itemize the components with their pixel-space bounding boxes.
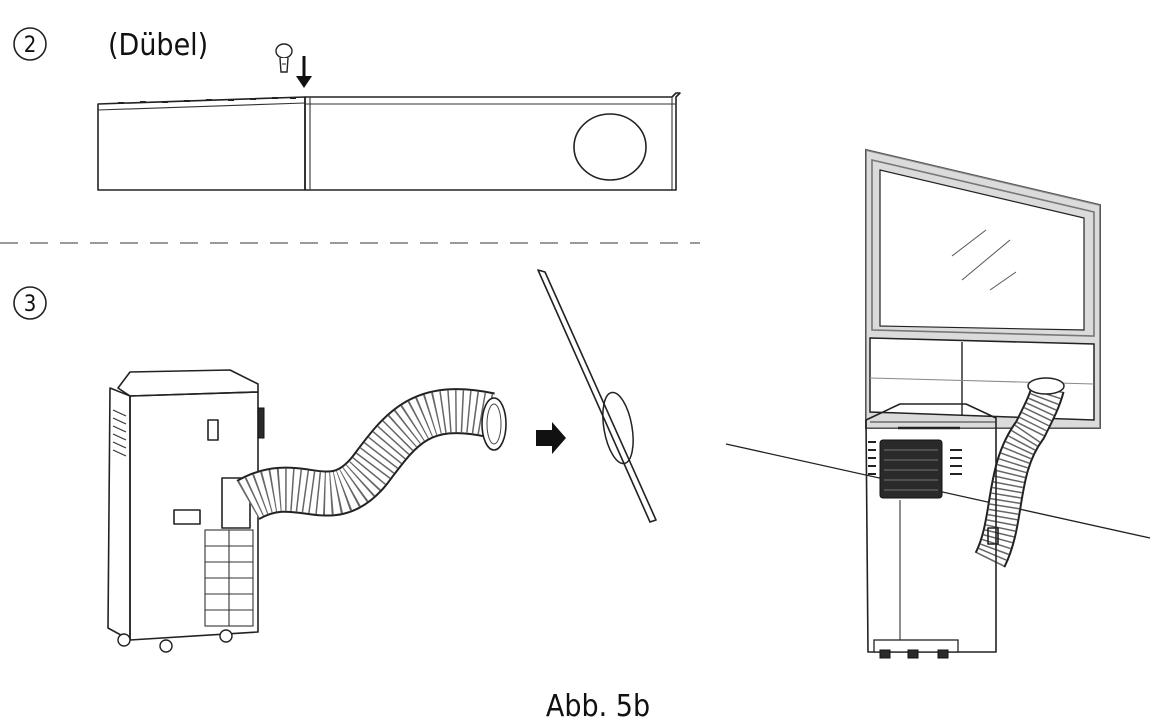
step-2-group: 2 (Dübel)	[13, 27, 681, 191]
hose-opening	[573, 113, 647, 181]
arrow-down-icon	[296, 56, 312, 88]
step-2-number-badge: 2	[13, 27, 47, 61]
hose-nozzle	[481, 397, 507, 451]
step-2-number: 2	[24, 33, 37, 58]
panel-holes	[118, 97, 296, 104]
dowel-icon	[275, 43, 293, 73]
window-frame	[865, 148, 1101, 429]
window-kit-panel-left	[97, 96, 306, 191]
installed-scene	[725, 148, 1151, 659]
air-conditioner-front	[865, 403, 999, 659]
step-3-number: 3	[24, 292, 37, 317]
window-kit-panel-right	[304, 92, 681, 191]
window-kit-panel-insert	[537, 269, 657, 523]
figure-caption: Abb. 5b	[546, 689, 650, 724]
arrow-right-icon	[536, 422, 566, 454]
step-3-number-badge: 3	[13, 286, 47, 320]
exhaust-hose	[236, 388, 507, 521]
air-conditioner-side	[107, 369, 265, 653]
step-3-group: 3	[13, 148, 1151, 659]
step-2-label: (Dübel)	[108, 28, 208, 63]
